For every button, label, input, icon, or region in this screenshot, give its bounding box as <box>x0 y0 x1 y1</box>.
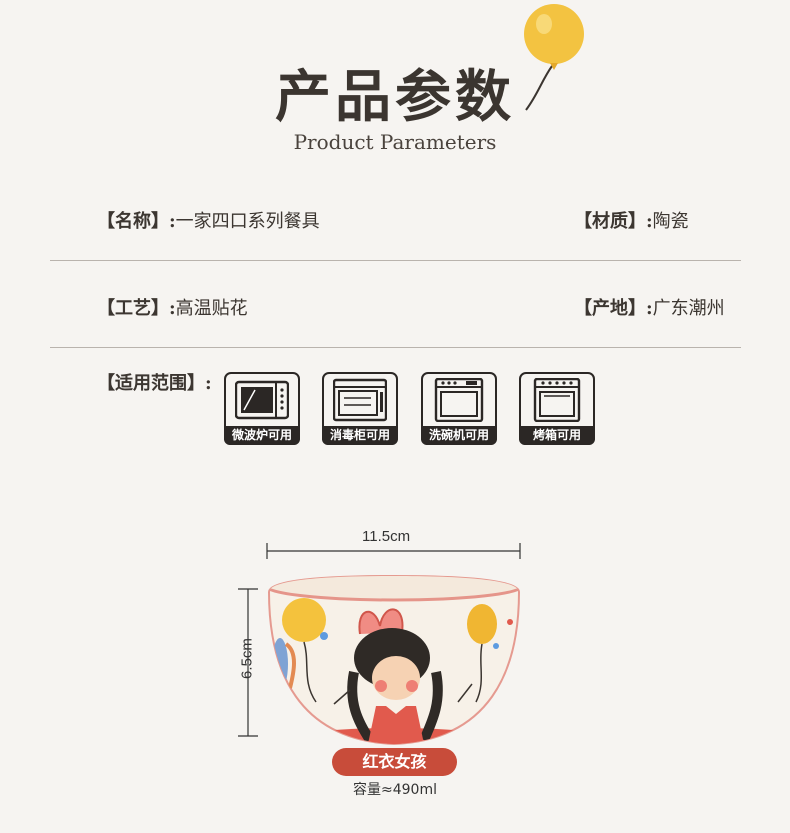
param-origin-value: 广东潮州 <box>652 298 725 319</box>
sterilizer-icon <box>333 378 387 422</box>
param-usage: 【适用范围】: <box>97 369 212 395</box>
width-dimension-line <box>266 543 521 559</box>
usage-badge-sterilizer: 消毒柜可用 <box>322 372 398 445</box>
divider <box>50 260 741 261</box>
param-material-value: 陶瓷 <box>652 211 689 232</box>
param-material: 【材质】:陶瓷 <box>574 207 689 233</box>
usage-label: 消毒柜可用 <box>322 426 398 445</box>
divider <box>50 347 741 348</box>
param-craft-key: 【工艺】: <box>97 298 176 319</box>
balloon-illustration <box>524 4 584 111</box>
param-craft-value: 高温贴花 <box>175 298 248 319</box>
page-title: 产品参数 <box>275 65 515 130</box>
param-name-key: 【名称】: <box>97 211 176 232</box>
param-origin-key: 【产地】: <box>574 298 653 319</box>
usage-label: 洗碗机可用 <box>421 426 497 445</box>
usage-label: 烤箱可用 <box>519 426 595 445</box>
page-subtitle: Product Parameters <box>293 130 497 154</box>
param-craft: 【工艺】:高温贴花 <box>97 294 248 320</box>
usage-label: 微波炉可用 <box>224 426 300 445</box>
capacity-text: 容量≈490ml <box>353 782 437 798</box>
param-material-key: 【材质】: <box>574 211 653 232</box>
usage-badge-oven: 烤箱可用 <box>519 372 595 445</box>
param-name-value: 一家四口系列餐具 <box>175 211 320 232</box>
usage-badge-microwave: 微波炉可用 <box>224 372 300 445</box>
width-dimension-label: 11.5cm <box>362 528 411 545</box>
usage-badge-dishwasher: 洗碗机可用 <box>421 372 497 445</box>
param-origin: 【产地】:广东潮州 <box>574 294 725 320</box>
bowl-illustration <box>267 574 521 746</box>
param-name: 【名称】:一家四口系列餐具 <box>97 207 320 233</box>
product-name-badge: 红衣女孩 <box>332 748 457 776</box>
dishwasher-icon <box>434 378 484 422</box>
height-dimension-line <box>238 588 258 737</box>
param-usage-key: 【适用范围】: <box>97 373 212 394</box>
microwave-icon <box>235 380 289 420</box>
oven-icon <box>533 378 581 422</box>
